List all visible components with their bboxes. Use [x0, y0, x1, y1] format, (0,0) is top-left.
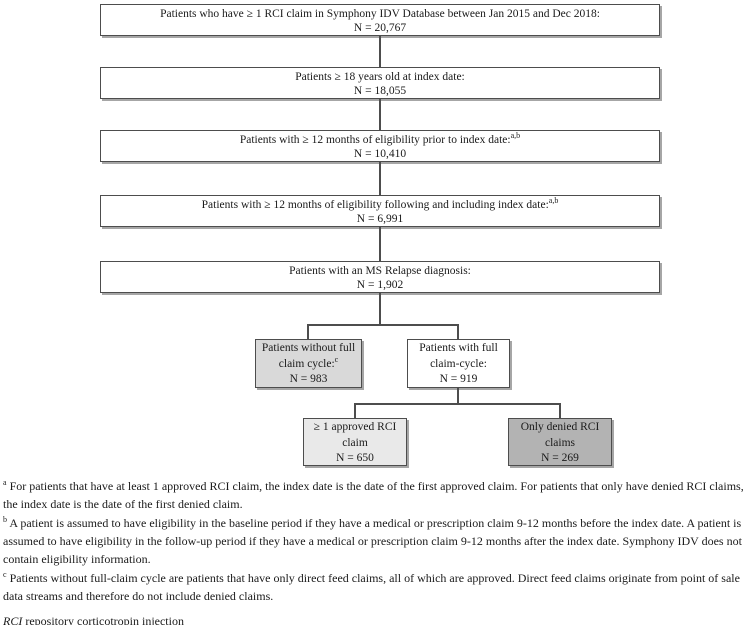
flow-box-n: N = 269: [541, 452, 579, 464]
connector-line: [379, 293, 381, 325]
flow-box-eligibility-following: Patients with ≥ 12 months of eligibility…: [100, 195, 660, 227]
connector-line: [379, 227, 381, 261]
connector-line: [379, 99, 381, 130]
flow-box-text: Only denied RCI: [520, 421, 600, 433]
connector-line: [354, 403, 356, 418]
flow-box-text: Patients with ≥ 12 months of eligibility…: [201, 196, 559, 211]
connector-line: [379, 36, 381, 67]
footnote-c: c Patients without full-claim cycle are …: [3, 570, 740, 604]
connector-line: [379, 162, 381, 195]
flow-box-text: claim-cycle:: [430, 357, 487, 370]
flow-box-text: Patients with an MS Relapse diagnosis:: [289, 265, 471, 277]
connector-line: [307, 324, 309, 339]
footnote-b: b A patient is assumed to have eligibili…: [3, 515, 742, 567]
flow-box-text: claim cycle:c: [278, 354, 339, 370]
flow-box-text: Patients ≥ 18 years old at index date:: [295, 71, 465, 83]
flow-box-n: N = 650: [336, 452, 374, 464]
flow-box-n: N = 983: [289, 373, 328, 385]
flow-box-text: Patients with full: [419, 342, 498, 354]
flow-box-age: Patients ≥ 18 years old at index date: N…: [100, 67, 660, 99]
flow-box-text: Patients with ≥ 12 months of eligibility…: [239, 131, 521, 146]
flow-box-with-full-claim-cycle: Patients with full claim-cycle: N = 919: [407, 339, 510, 388]
flow-box-n: N = 919: [439, 373, 478, 385]
flow-box-without-full-claim-cycle: Patients without full claim cycle:c N = …: [255, 339, 362, 388]
footnote-a: a For patients that have at least 1 appr…: [3, 478, 744, 512]
abbreviation-term: RCI: [3, 614, 23, 625]
flow-box-n: N = 18,055: [353, 85, 407, 97]
flow-box-ms-relapse: Patients with an MS Relapse diagnosis: N…: [100, 261, 660, 293]
figure-footnotes: a For patients that have at least 1 appr…: [3, 477, 752, 625]
abbreviation-definition: RCI repository corticotropin injection: [3, 612, 752, 625]
connector-line: [354, 403, 561, 405]
flow-box-text: Patients who have ≥ 1 RCI claim in Symph…: [160, 8, 600, 20]
flow-box-text: claims: [544, 436, 576, 449]
flow-box-n: N = 1,902: [356, 279, 404, 291]
flow-box-denied-rci: Only denied RCI claims N = 269: [508, 418, 612, 466]
connector-line: [307, 324, 459, 326]
connector-line: [457, 388, 459, 404]
flow-box-text: ≥ 1 approved RCI: [313, 421, 397, 433]
connector-line: [559, 403, 561, 418]
flow-box-text: claim: [342, 436, 368, 449]
flow-box-rci-claims: Patients who have ≥ 1 RCI claim in Symph…: [100, 4, 660, 36]
flow-box-n: N = 6,991: [356, 213, 404, 225]
flow-box-text: Patients without full: [261, 342, 356, 354]
flow-box-n: N = 20,767: [353, 22, 407, 34]
flow-box-n: N = 10,410: [353, 148, 407, 160]
flow-box-eligibility-prior: Patients with ≥ 12 months of eligibility…: [100, 130, 660, 162]
flow-box-approved-rci: ≥ 1 approved RCI claim N = 650: [303, 418, 407, 466]
connector-line: [457, 324, 459, 339]
